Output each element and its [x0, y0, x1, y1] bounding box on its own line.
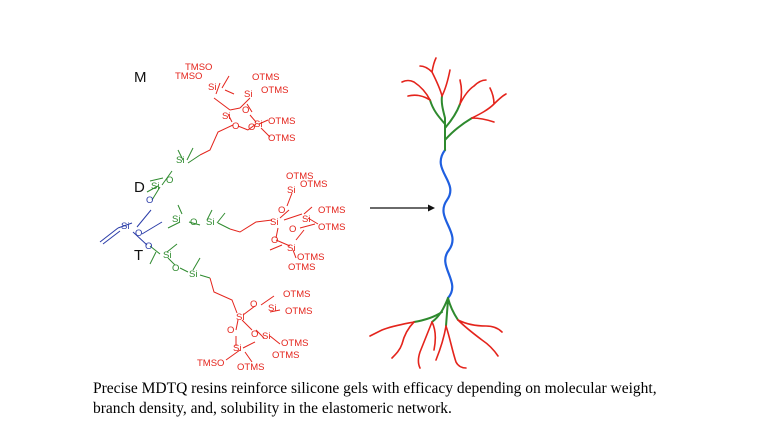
group-otms: OTMS — [297, 252, 324, 263]
atom-si: Si — [163, 250, 171, 261]
atom-o: O — [289, 224, 296, 235]
atom-si: Si — [268, 303, 276, 314]
green-atoms: Si Si O Si O Si Si O Si — [151, 155, 214, 280]
blue-chain — [439, 148, 454, 300]
group-tmso: TMSO — [197, 358, 224, 369]
atom-o: O — [242, 105, 249, 116]
atom-si: Si — [172, 214, 180, 225]
structure-labels: M D T — [134, 69, 147, 264]
atom-o: O — [145, 241, 152, 252]
atom-o: O — [251, 329, 258, 340]
group-otms: OTMS — [272, 350, 299, 361]
group-otms: OTMS — [318, 205, 345, 216]
atom-o: O — [248, 122, 255, 133]
atom-si: Si — [222, 111, 230, 122]
group-otms: OTMS — [283, 289, 310, 300]
atom-si: Si — [262, 331, 270, 342]
group-otms: OTMS — [268, 116, 295, 127]
atom-o: O — [250, 299, 257, 310]
red-upper-branches — [401, 57, 507, 123]
atom-o: O — [135, 228, 142, 239]
atom-o: O — [227, 325, 234, 336]
red-lower-branches — [369, 319, 503, 369]
atom-o: O — [271, 235, 278, 246]
atom-si: Si — [287, 185, 295, 196]
green-upper-branch — [429, 95, 473, 151]
group-otms: OTMS — [318, 222, 345, 233]
atom-si: Si — [121, 221, 129, 232]
atom-o: O — [278, 205, 285, 216]
atom-si: Si — [206, 217, 214, 228]
atom-o: O — [146, 195, 153, 206]
reaction-arrow — [370, 204, 435, 212]
group-tmso: TMSO — [185, 62, 212, 73]
atom-si: Si — [244, 89, 252, 100]
core-bonds — [99, 209, 163, 246]
green-lower-branch — [413, 297, 459, 327]
schematic-chain — [369, 57, 507, 369]
atom-o: O — [190, 217, 197, 228]
atom-si: Si — [176, 155, 184, 166]
label-d: D — [134, 179, 145, 196]
figure-caption: Precise MDTQ resins reinforce silicone g… — [93, 379, 768, 419]
group-otms: OTMS — [281, 338, 308, 349]
upper-q-cage: TMSO TMSO Si OTMS Si OTMS O Si O O Si OT… — [175, 62, 295, 144]
atom-si: Si — [254, 119, 262, 130]
atom-si: Si — [151, 181, 159, 192]
label-t: T — [134, 247, 143, 264]
group-otms: OTMS — [286, 171, 313, 182]
atom-si: Si — [233, 343, 241, 354]
atom-si: Si — [208, 82, 216, 93]
group-otms: OTMS — [237, 362, 264, 373]
caption-line-2: branch density, and, solubility in the e… — [93, 400, 452, 417]
atom-o: O — [232, 121, 239, 132]
group-otms: OTMS — [261, 85, 288, 96]
red-bonds — [199, 75, 319, 363]
middle-q-cage: OTMS Si OTMS O OTMS Si Si O OTMS O Si OT… — [270, 171, 345, 273]
atom-o: O — [172, 263, 179, 274]
atom-si: Si — [236, 312, 244, 323]
atom-si: Si — [287, 243, 295, 254]
caption-line-1: Precise MDTQ resins reinforce silicone g… — [93, 380, 657, 397]
group-otms: OTMS — [288, 262, 315, 273]
atom-si: Si — [302, 214, 310, 225]
group-otms: OTMS — [285, 306, 312, 317]
atom-si: Si — [189, 269, 197, 280]
core-atoms: Si O O O — [121, 195, 153, 252]
lower-q-cage: OTMS O Si OTMS Si O O Si OTMS Si OTMS TM… — [197, 289, 312, 373]
group-otms: OTMS — [300, 179, 327, 190]
atom-si: Si — [270, 217, 278, 228]
group-tmso: TMSO — [175, 71, 202, 82]
label-m: M — [134, 69, 147, 86]
green-bonds — [146, 147, 231, 279]
group-otms: OTMS — [268, 133, 295, 144]
atom-o: O — [166, 175, 173, 186]
group-otms: OTMS — [252, 72, 279, 83]
